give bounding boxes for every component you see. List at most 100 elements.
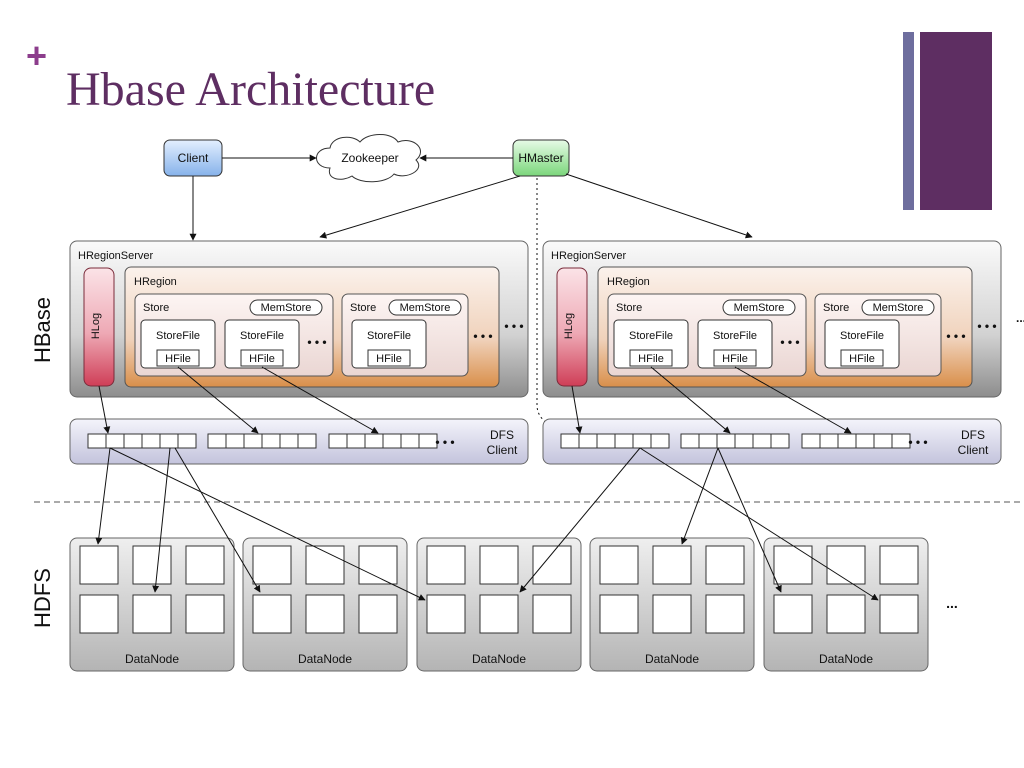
storefile-1a1-label: StoreFile — [156, 330, 200, 342]
hregion-1-label: HRegion — [134, 276, 177, 288]
dfs-block — [560, 433, 580, 449]
storefile-ellipsis-1a: • • • — [307, 335, 326, 349]
hmaster-to-regionserver2-arrow — [565, 173, 753, 239]
datanode-block — [879, 594, 919, 634]
datanode-block — [479, 545, 519, 585]
datanode-block — [705, 594, 745, 634]
memstore-2a-label: MemStore — [734, 302, 785, 314]
datanode-block — [599, 545, 639, 585]
decorative-thin-bar — [903, 32, 914, 210]
datanode-block — [826, 545, 866, 585]
dfs-block — [243, 433, 263, 449]
storefile-2a2-label: StoreFile — [713, 330, 757, 342]
hmaster-to-regionserver1-arrow — [319, 175, 521, 239]
datanode-block — [252, 594, 292, 634]
datanode-block — [773, 545, 813, 585]
dfs-block — [716, 433, 736, 449]
zookeeper-label: Zookeeper — [341, 151, 398, 165]
dfs-client-1: • • • DFS Client — [69, 418, 529, 465]
datanode-block — [305, 545, 345, 585]
dfs-block — [578, 433, 598, 449]
datanode-ellipsis: ... — [946, 595, 958, 611]
hfile-1a1 — [156, 349, 200, 367]
memstore-1a-label: MemStore — [261, 302, 312, 314]
dfs-block — [159, 433, 179, 449]
datanode-block — [705, 545, 745, 585]
hfile-2a1-label: HFile — [638, 353, 664, 365]
store-1a: Store MemStore StoreFile HFile StoreFile… — [134, 293, 334, 377]
datanode-block — [826, 594, 866, 634]
datanode-label: DataNode — [298, 652, 352, 666]
hlog-2: HLog — [556, 267, 588, 387]
dfs-block — [418, 433, 438, 449]
storefile-ellipsis-2a: • • • — [780, 335, 799, 349]
hlog-2-label: HLog — [563, 313, 575, 339]
slide-plus-mark: + — [26, 35, 48, 76]
hmaster-box: HMaster — [512, 139, 570, 177]
datanode-block — [426, 545, 466, 585]
dfs-client-1-label-line2: Client — [487, 443, 518, 457]
hfile-1b1-label: HFile — [376, 353, 402, 365]
dfs-client-2: • • • DFS Client — [542, 418, 1002, 465]
dfs-block — [328, 433, 348, 449]
hlog-1: HLog — [83, 267, 115, 387]
datanode-label: DataNode — [472, 652, 526, 666]
datanode-4: DataNode — [589, 537, 755, 672]
datanode-block — [652, 545, 692, 585]
dfs-block — [177, 433, 197, 449]
dfs-block — [596, 433, 616, 449]
dfs-block — [297, 433, 317, 449]
datanode-label: DataNode — [819, 652, 873, 666]
store-2a-label: Store — [616, 302, 642, 314]
region-server-2: HRegionServer HLog HRegion Store MemStor… — [542, 240, 1002, 398]
dfs-client-1-blocks — [87, 433, 438, 449]
dfs-client-2-label-line1: DFS — [961, 428, 985, 442]
datanode-block — [252, 545, 292, 585]
region-ellipsis-1: • • • — [504, 319, 523, 333]
datanode-block — [652, 594, 692, 634]
region-server-2-label: HRegionServer — [551, 250, 627, 262]
dfs-block — [400, 433, 420, 449]
region-server-1-label: HRegionServer — [78, 250, 154, 262]
datanode-block — [185, 545, 225, 585]
decorative-thick-bar — [920, 32, 992, 210]
dfs-block — [261, 433, 281, 449]
datanode-block — [358, 594, 398, 634]
store-2b-label: Store — [823, 302, 849, 314]
hlog-1-label: HLog — [90, 313, 102, 339]
dfs-block — [225, 433, 245, 449]
data-flow-arrows — [95, 366, 879, 601]
hregion-2-label: HRegion — [607, 276, 650, 288]
server-ellipsis-right: ... — [1016, 311, 1024, 325]
memstore-2a — [722, 299, 796, 316]
dfs-block — [680, 433, 700, 449]
hfile-1b1 — [367, 349, 411, 367]
hfile-1a2 — [240, 349, 284, 367]
datanode-block — [79, 594, 119, 634]
dfs-block — [105, 433, 125, 449]
dfs-block — [734, 433, 754, 449]
region-server-1: HRegionServer HLog HRegion Store MemStor… — [69, 240, 529, 398]
store-1b-label: Store — [350, 302, 376, 314]
hmaster-label: HMaster — [518, 151, 563, 165]
store-ellipsis-1: • • • — [473, 329, 492, 343]
datanode-block — [185, 594, 225, 634]
memstore-1b-label: MemStore — [400, 302, 451, 314]
dfs-block — [123, 433, 143, 449]
datanode-block — [79, 545, 119, 585]
dfs-block — [382, 433, 402, 449]
dfs-block — [614, 433, 634, 449]
hfile-1a1-label: HFile — [165, 353, 191, 365]
hfile-2b1 — [840, 349, 884, 367]
dfs-block — [279, 433, 299, 449]
dfs-block — [698, 433, 718, 449]
dfs-client-2-blocks — [560, 433, 911, 449]
client-box: Client — [163, 139, 223, 177]
control-arrows — [189, 154, 753, 429]
hfile-2a2 — [713, 349, 757, 367]
datanode-block — [599, 594, 639, 634]
dfs-client-1-ellipsis: • • • — [435, 435, 454, 449]
datanode-block — [132, 594, 172, 634]
